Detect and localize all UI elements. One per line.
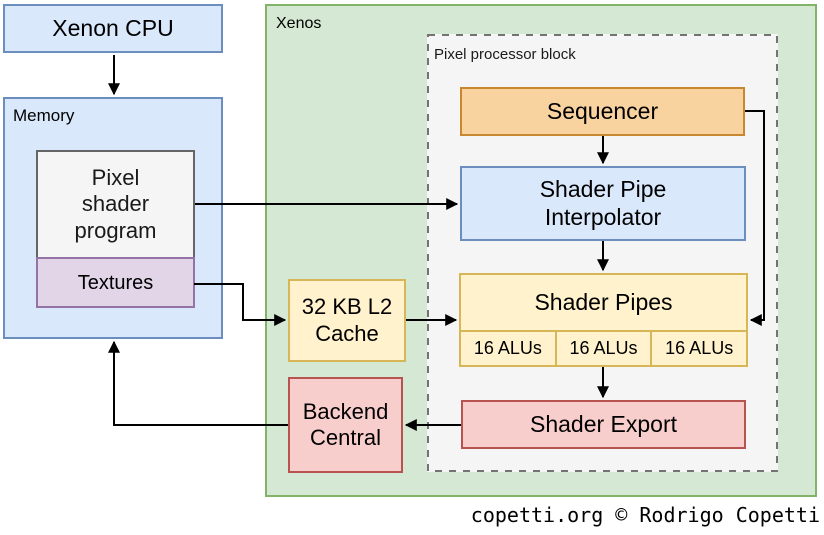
- shader-pipe-interpolator-node: Shader Pipe Interpolator: [460, 166, 746, 241]
- shader-pipes-label: Shader Pipes: [534, 289, 673, 315]
- shader-pipes-node: Shader Pipes 16 ALUs 16 ALUs 16 ALUs: [459, 273, 748, 367]
- xenos-label: Xenos: [276, 15, 322, 32]
- alu-row: 16 ALUs 16 ALUs 16 ALUs: [461, 330, 746, 365]
- textures-node: Textures: [36, 257, 195, 308]
- l2-cache-node: 32 KB L2 Cache: [288, 279, 406, 362]
- alu-cell: 16 ALUs: [650, 332, 746, 365]
- pixel-shader-program-node: Pixel shader program: [36, 150, 195, 259]
- backend-central-node: Backend Central: [288, 377, 403, 473]
- shader-export-node: Shader Export: [461, 400, 746, 449]
- alu-cell: 16 ALUs: [473, 338, 542, 358]
- footer-credit: copetti.org © Rodrigo Copetti: [470, 503, 820, 527]
- pixel-processor-block-label: Pixel processor block: [434, 46, 576, 63]
- memory-label: Memory: [13, 106, 75, 125]
- arrow-backend-to-memory: [108, 340, 288, 426]
- alu-cell: 16 ALUs: [554, 332, 651, 365]
- xenon-cpu-node: Xenon CPU: [3, 4, 223, 53]
- sequencer-node: Sequencer: [460, 87, 745, 136]
